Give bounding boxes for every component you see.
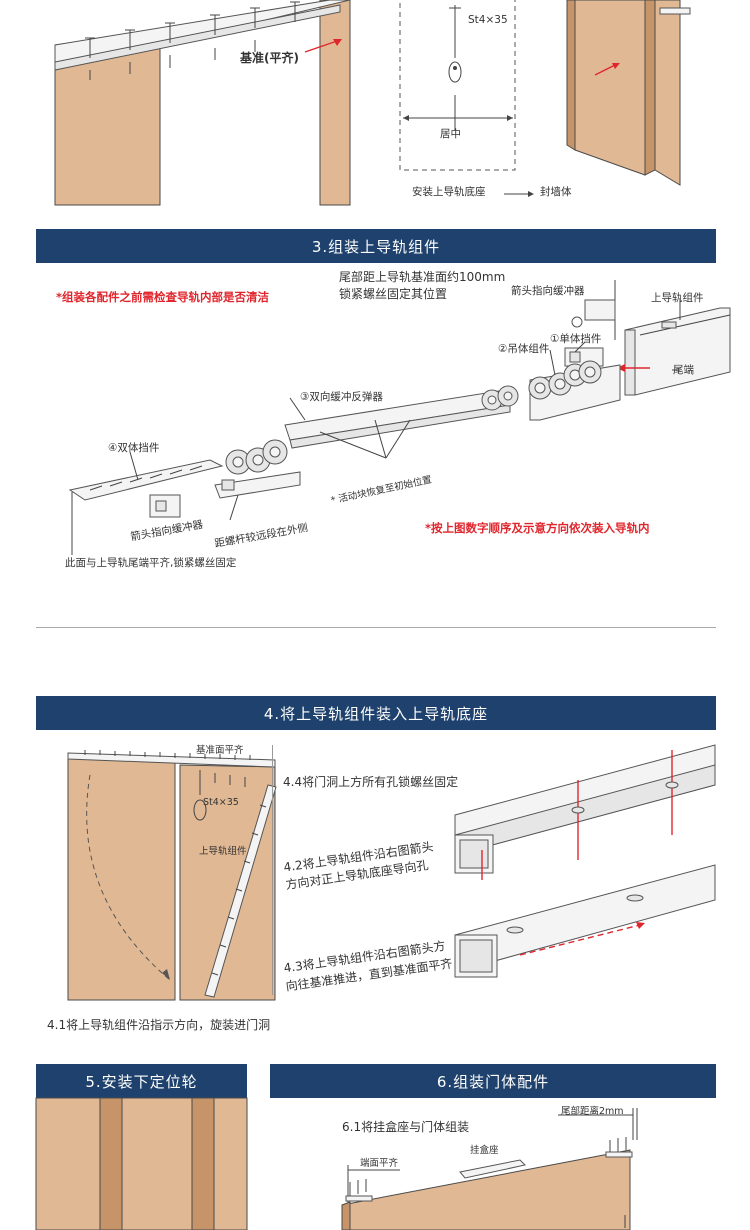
- tail-note-line2: 锁紧螺丝固定其位置: [339, 287, 448, 301]
- rail-insert-drawing: [454, 744, 716, 978]
- section3-banner: 3.组装上导轨组件: [36, 229, 716, 263]
- double-stopper-label: ④双体挡件: [108, 442, 160, 454]
- section5-banner: 5.安装下定位轮: [36, 1064, 247, 1098]
- screw-label-4: St4×35: [203, 797, 239, 808]
- double-buffer-label: ③双向缓冲反弹器: [300, 391, 383, 403]
- lower-wheel-drawing: [35, 1097, 248, 1230]
- legend-arrow: [504, 191, 534, 197]
- clean-warning: *组装各配件之前需检查导轨内部是否清洁: [56, 290, 270, 304]
- wall-panels-drawing: [566, 0, 691, 186]
- datum-label: 基准(平齐): [240, 51, 299, 65]
- section6-banner: 6.组装门体配件: [270, 1064, 716, 1098]
- section4-title: 4.将上导轨组件装入上导轨底座: [263, 704, 489, 723]
- tail-label: 尾端: [673, 364, 694, 376]
- screw-label: St4×35: [468, 14, 508, 26]
- center-label: 居中: [440, 128, 461, 140]
- legend-right: 封墙体: [540, 186, 572, 198]
- datum-flush-label: 基准面平齐: [196, 745, 244, 756]
- wall-rail-drawing: [54, 0, 351, 206]
- center-screw-drawing: [399, 0, 516, 171]
- hanger-label: ②吊体组件: [498, 343, 550, 355]
- step-4-1: 4.1将上导轨组件沿指示方向，旋装进门洞: [47, 1018, 271, 1032]
- door-fitting-drawing: [341, 1108, 638, 1230]
- hanger-seat-label: 挂盒座: [470, 1145, 499, 1156]
- tail-distance-label: 尾部距离2mm: [561, 1106, 624, 1117]
- section6-title: 6.组装门体配件: [436, 1072, 550, 1091]
- upper-rail-assembly-label: 上导轨组件: [651, 292, 704, 304]
- step-4-4: 4.4将门洞上方所有孔锁螺丝固定: [283, 775, 459, 789]
- door-rotate-drawing: [67, 750, 277, 1001]
- step-6-1: 6.1将挂盒座与门体组装: [342, 1120, 470, 1134]
- order-note: *按上图数字顺序及示意方向依次装入导轨内: [425, 521, 650, 535]
- legend-left: 安装上导轨底座: [412, 186, 486, 198]
- tail-note-line1: 尾部距上导轨基准面约100mm: [339, 270, 506, 284]
- arrow-buffer-right-label: 箭头指向缓冲器: [511, 285, 585, 297]
- single-stopper-label: ①单体挡件: [550, 333, 602, 345]
- rail-assembly-label: 上导轨组件: [199, 846, 247, 857]
- section5-title: 5.安装下定位轮: [85, 1072, 198, 1091]
- end-flush-label: 端面平齐: [360, 1158, 399, 1169]
- section3-title: 3.组装上导轨组件: [311, 237, 441, 256]
- flush-note: 此面与上导轨尾端平齐,锁紧螺丝固定: [65, 557, 237, 569]
- section4-banner: 4.将上导轨组件装入上导轨底座: [36, 696, 716, 730]
- step-divider: [272, 745, 273, 995]
- section-divider: [36, 627, 716, 628]
- rail-assembly-exploded-drawing: [68, 280, 731, 555]
